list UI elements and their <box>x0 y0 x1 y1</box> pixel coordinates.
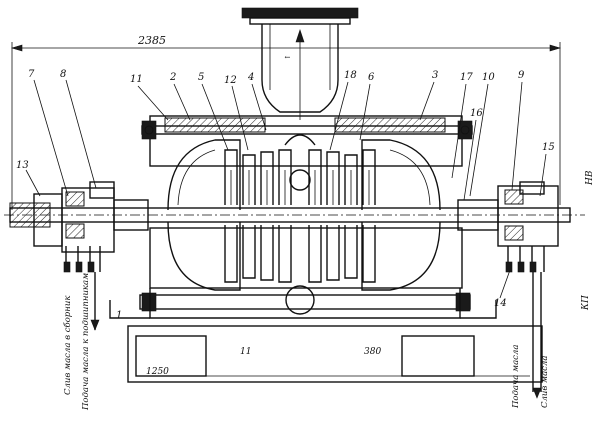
callout-5: 5 <box>198 72 204 83</box>
callout-18: 18 <box>344 70 357 81</box>
base-frame: 1250 11 380 <box>127 325 543 383</box>
oil-pipes <box>90 272 542 399</box>
base-label-mid: 11 <box>240 347 251 357</box>
label-mark-bottom: КП <box>581 295 591 311</box>
callout-16: 16 <box>470 108 483 119</box>
left-bearing-assembly <box>33 181 149 273</box>
callout-1: 1 <box>116 310 122 321</box>
impeller-stages-upper <box>224 134 376 205</box>
lower-casing <box>109 221 497 319</box>
base-label-width: 380 <box>364 347 381 357</box>
main-shaft <box>4 202 585 228</box>
callout-10: 10 <box>482 72 495 83</box>
callout-2: 2 <box>169 72 176 83</box>
label-ring-drain: Слив масла в сборник <box>62 295 73 395</box>
callout-11: 11 <box>130 74 143 85</box>
callout-17: 17 <box>460 72 473 83</box>
label-oil-supply: Подача масла <box>511 345 521 409</box>
callout-8: 8 <box>60 69 66 80</box>
callout-6: 6 <box>368 72 375 83</box>
base-label-length: 1250 <box>146 367 169 377</box>
callout-13: 13 <box>16 160 29 171</box>
callout-9: 9 <box>518 70 525 81</box>
discharge-nozzle: ↑ <box>241 7 359 120</box>
label-supply-lube: Подача масла к подшипникам <box>81 273 91 411</box>
callout-4: 4 <box>247 72 254 83</box>
callouts: 7 8 11 2 5 12 4 18 6 3 17 10 9 16 13 15 … <box>16 69 555 321</box>
side-labels: Слив масла в сборник Подача масла к подш… <box>62 170 595 411</box>
callout-7: 7 <box>28 69 35 80</box>
callout-14: 14 <box>494 298 507 309</box>
label-oil-drain: Слив масла <box>540 356 550 408</box>
right-bearing-assembly <box>457 181 559 273</box>
label-mark-top: НВ <box>585 170 595 186</box>
callout-15: 15 <box>542 142 555 153</box>
overall-length-label: 2385 <box>137 34 166 47</box>
upper-casing <box>141 115 473 211</box>
callout-3: 3 <box>432 70 438 81</box>
dimension-overall-length: 2 3 8 5 <box>10 34 562 210</box>
callout-12: 12 <box>224 75 237 86</box>
svg-text:↑: ↑ <box>284 54 292 60</box>
